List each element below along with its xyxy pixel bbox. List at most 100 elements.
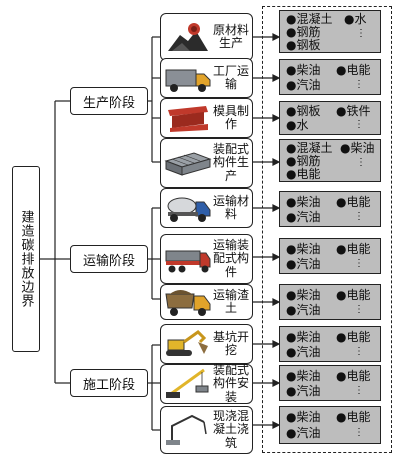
stage-label: 生产阶段 <box>82 95 135 111</box>
process-transport-material: 运输材料 <box>160 188 253 228</box>
process-precast-production: 装配式构件生产 <box>160 138 253 188</box>
process-precast-installation: 装配式构件安装 <box>160 364 253 404</box>
process-label: 原材料生产 <box>212 22 249 50</box>
more-indicator: ⋮ <box>354 211 364 222</box>
root-label: 建造碳排放边界 <box>18 210 34 308</box>
material-item: ●铁件 <box>336 104 371 118</box>
material-item: ●电能 <box>336 369 371 383</box>
material-item: ●电能 <box>336 63 371 77</box>
material-item: ●钢筋 <box>286 154 321 168</box>
material-item: ●汽油 <box>286 384 321 398</box>
process-label: 运输渣土 <box>212 287 249 315</box>
root-box: 建造碳排放边界 <box>12 166 40 352</box>
excavator-icon <box>166 330 208 356</box>
concrete-mixer-truck-icon <box>167 197 211 222</box>
arrow-head <box>272 253 281 261</box>
material-item: ●柴油 <box>286 288 321 302</box>
materials-factory-transport: ●柴油 ●电能 ●汽油 ⋮ <box>279 59 381 95</box>
steel-beam-icon <box>168 106 208 132</box>
material-item: ●电能 <box>336 288 371 302</box>
process-transport-precast: 运输装配式构件 <box>160 234 253 284</box>
more-indicator: ⋮ <box>354 385 364 396</box>
stage-construction: 施工阶段 <box>70 369 148 397</box>
stage-transport: 运输阶段 <box>70 245 148 273</box>
material-item: ●汽油 <box>286 78 321 92</box>
stage-production: 生产阶段 <box>70 87 148 115</box>
arrow-head <box>272 33 281 41</box>
flatbed-truck-icon <box>165 250 211 273</box>
material-item: ●柴油 <box>286 242 321 256</box>
dump-truck-icon <box>165 290 211 316</box>
precast-slab-icon <box>164 152 212 176</box>
arrow-head <box>272 421 281 429</box>
materials-mold-making: ●钢板 ●铁件 ●水 ⋮ <box>279 101 381 135</box>
stage-label: 运输阶段 <box>82 253 135 269</box>
materials-excavation: ●柴油 ●电能 ●汽油 ⋮ <box>279 326 381 362</box>
process-label: 现浇混凝土浇筑 <box>212 409 249 450</box>
process-excavation: 基坑开挖 <box>160 324 253 364</box>
material-item: ●水 <box>286 118 309 132</box>
process-label: 装配式构件安装 <box>212 363 249 404</box>
arrow-head <box>272 340 281 348</box>
materials-boundary <box>262 6 392 453</box>
more-indicator: ⋮ <box>354 427 364 438</box>
material-item: ●电能 <box>336 330 371 344</box>
materials-transport-material: ●柴油 ●电能 ●汽油 ⋮ <box>279 191 381 227</box>
material-item: ●柴油 <box>340 141 375 155</box>
more-indicator: ⋮ <box>356 28 366 39</box>
process-cast-in-place: 现浇混凝土浇筑 <box>160 406 253 454</box>
arrow-head <box>272 298 281 306</box>
process-label: 运输材料 <box>212 193 249 221</box>
process-label: 装配式构件生产 <box>212 142 249 183</box>
material-item: ●水 <box>344 12 367 26</box>
material-item: ●柴油 <box>286 330 321 344</box>
process-label: 运输装配式构件 <box>212 238 249 279</box>
material-item: ●电能 <box>336 242 371 256</box>
crane-icon <box>166 368 209 398</box>
materials-precast-production: ●混凝土 ●柴油 ●钢筋 ●电能 ⋮ <box>279 139 381 182</box>
more-indicator: ⋮ <box>354 79 364 90</box>
process-transport-muck: 运输渣土 <box>160 284 253 320</box>
process-mold-making: 模具制作 <box>160 98 253 138</box>
materials-precast-installation: ●柴油 ●电能 ●汽油 ⋮ <box>279 365 381 401</box>
arrow-head <box>272 204 281 212</box>
material-item: ●汽油 <box>286 210 321 224</box>
arrow-head <box>272 158 281 166</box>
material-item: ●汽油 <box>286 345 321 359</box>
material-pile-icon <box>168 23 208 51</box>
material-item: ●汽油 <box>286 303 321 317</box>
material-item: ●汽油 <box>286 426 321 440</box>
more-indicator: ⋮ <box>354 258 364 269</box>
material-item: ●柴油 <box>286 410 321 424</box>
process-factory-transport: 工厂运输 <box>160 58 253 98</box>
arrow-head <box>272 379 281 387</box>
material-item: ●柴油 <box>286 63 321 77</box>
more-indicator: ⋮ <box>354 304 364 315</box>
process-label: 工厂运输 <box>212 63 249 91</box>
materials-cast-in-place: ●柴油 ●电能 ●汽油 ⋮ <box>279 406 381 444</box>
materials-transport-muck: ●柴油 ●电能 ●汽油 ⋮ <box>279 284 381 320</box>
material-item: ●柴油 <box>286 195 321 209</box>
process-raw-material: 原材料生产 <box>160 13 253 61</box>
material-item: ●电能 <box>336 410 371 424</box>
process-label: 模具制作 <box>212 103 249 131</box>
material-item: ●电能 <box>336 195 371 209</box>
arrow-head <box>272 114 281 122</box>
material-item: ●钢筋 <box>286 25 321 39</box>
more-indicator: ⋮ <box>354 346 364 357</box>
material-item: ●电能 <box>286 167 321 181</box>
truck-icon <box>165 69 211 92</box>
material-item: ●钢板 <box>286 38 321 52</box>
materials-transport-precast: ●柴油 ●电能 ●汽油 ⋮ <box>279 238 381 274</box>
material-item: ●混凝土 <box>286 12 333 26</box>
material-item: ●混凝土 <box>286 141 333 155</box>
material-item: ●柴油 <box>286 369 321 383</box>
more-indicator: ⋮ <box>356 157 366 168</box>
materials-raw-material: ●混凝土 ●水 ●钢筋 ●钢板 ⋮ <box>279 10 381 53</box>
arrow-head <box>272 74 281 82</box>
more-indicator: ⋮ <box>354 119 364 130</box>
material-item: ●钢板 <box>286 104 321 118</box>
concrete-pump-icon <box>166 414 207 445</box>
material-item: ●汽油 <box>286 257 321 271</box>
